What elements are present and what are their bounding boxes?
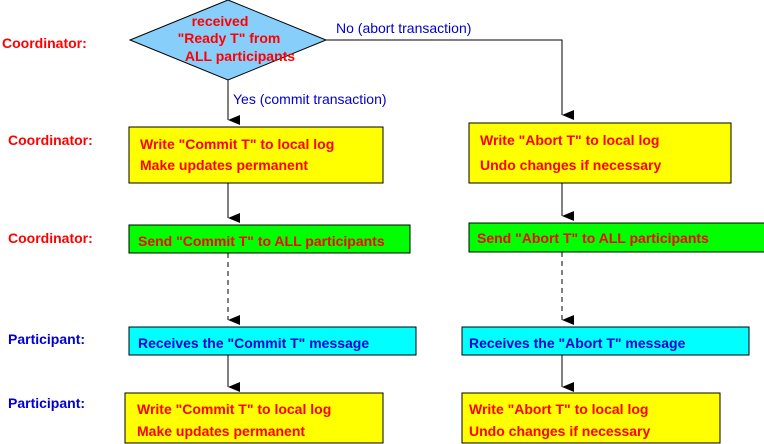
decision-text-line-3: ALL participants bbox=[185, 48, 295, 64]
node-text-line-2: Undo changes if necessary bbox=[469, 423, 651, 439]
node-text-line-1: Write "Commit T" to local log bbox=[140, 136, 334, 152]
decision-text-line-2: "Ready T" from bbox=[178, 30, 281, 46]
node-box bbox=[461, 392, 721, 444]
node-participant-commit-log: Write "Commit T" to local log Make updat… bbox=[124, 392, 384, 444]
node-text-line-1: Send "Commit T" to ALL participants bbox=[138, 233, 385, 249]
node-text-line-1: Write "Commit T" to local log bbox=[137, 401, 331, 417]
decision-node: received "Ready T" from ALL participants bbox=[128, 0, 328, 81]
node-text-line-1: Receives the "Abort T" message bbox=[469, 335, 686, 351]
node-recv-commit: Receives the "Commit T" message bbox=[128, 326, 417, 356]
node-text-line-1: Receives the "Commit T" message bbox=[138, 335, 369, 351]
edge-label-yes: Yes (commit transaction) bbox=[233, 91, 387, 107]
node-box bbox=[128, 224, 411, 254]
node-text-line-2: Undo changes if necessary bbox=[480, 157, 662, 173]
node-text-line-1: Write "Abort T" to local log bbox=[480, 132, 659, 148]
decision-text-line-1: received bbox=[192, 13, 249, 29]
role-label-participant-2: Participant: bbox=[8, 395, 85, 411]
node-coordinator-commit-log: Write "Commit T" to local log Make updat… bbox=[128, 126, 384, 184]
role-label-coordinator-2: Coordinator: bbox=[8, 132, 93, 148]
edge-no-abort bbox=[326, 39, 574, 120]
node-send-commit: Send "Commit T" to ALL participants bbox=[128, 224, 411, 254]
node-box bbox=[468, 222, 764, 253]
node-text-line-1: Send "Abort T" to ALL participants bbox=[477, 230, 709, 246]
node-send-abort: Send "Abort T" to ALL participants bbox=[468, 222, 764, 253]
node-box bbox=[461, 326, 750, 356]
node-recv-abort: Receives the "Abort T" message bbox=[461, 326, 750, 356]
node-box bbox=[128, 326, 417, 356]
role-label-coordinator-3: Coordinator: bbox=[8, 230, 93, 246]
node-text-line-2: Make updates permanent bbox=[140, 157, 308, 173]
node-text-line-1: Write "Abort T" to local log bbox=[469, 401, 648, 417]
node-box bbox=[468, 122, 732, 184]
node-box bbox=[124, 392, 384, 444]
node-coordinator-abort-log: Write "Abort T" to local log Undo change… bbox=[468, 122, 732, 184]
role-label-participant-1: Participant: bbox=[8, 331, 85, 347]
edge-label-no: No (abort transaction) bbox=[336, 20, 471, 36]
node-text-line-2: Make updates permanent bbox=[137, 423, 305, 439]
node-participant-abort-log: Write "Abort T" to local log Undo change… bbox=[461, 392, 721, 444]
role-label-coordinator-1: Coordinator: bbox=[2, 35, 87, 51]
node-box bbox=[128, 126, 384, 184]
